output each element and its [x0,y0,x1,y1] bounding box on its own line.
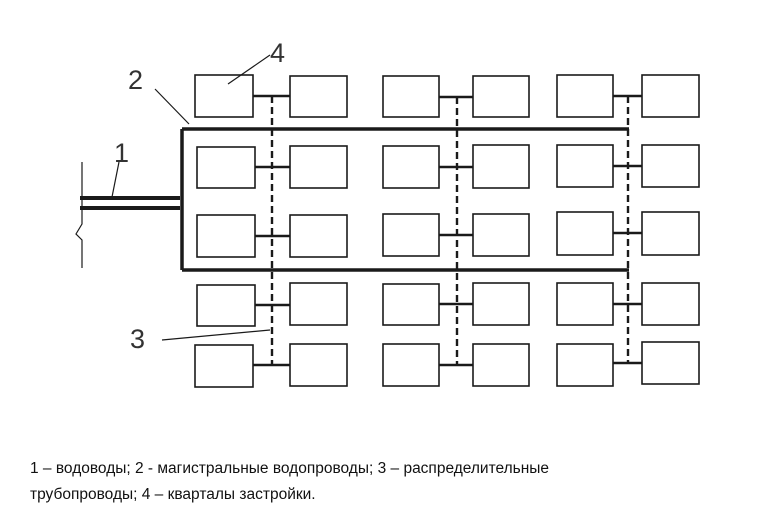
water-conduit [75,162,180,268]
block [472,213,530,257]
block [289,343,348,387]
caption-line-1: 1 – водоводы; 2 - магистральные водопров… [30,460,550,477]
block [382,283,440,326]
caption-line-2: трубопроводы; 4 – кварталы застройки. [30,486,316,503]
block [382,343,440,387]
main-pipelines [180,127,629,272]
block [641,341,700,385]
block [556,211,614,256]
block [472,343,530,387]
block [289,75,348,118]
callout-4: 4 [270,38,285,68]
block [472,144,530,189]
block [556,144,614,188]
leader-line-1 [111,161,120,198]
block [641,74,700,118]
leader-line-4 [227,54,271,85]
callout-2: 2 [128,65,143,95]
block [196,284,256,327]
block [641,282,700,326]
block [289,214,348,258]
block [194,74,254,118]
block [556,282,614,326]
block [194,344,254,388]
block [641,144,700,188]
block [382,75,440,118]
leader-line-3 [161,329,271,341]
leader-lines [111,54,271,341]
diagram-caption: 1 – водоводы; 2 - магистральные водопров… [30,456,780,508]
block [196,146,256,189]
block [289,145,348,189]
block [382,213,440,257]
building-blocks [194,74,700,388]
block [556,74,614,118]
block [641,211,700,256]
distribution-pipelines [253,94,642,367]
block [196,214,256,258]
water-supply-network-diagram: 1 2 3 4 [75,38,700,388]
block [472,75,530,118]
block [472,282,530,326]
leader-line-2 [154,88,190,125]
block [289,282,348,326]
callout-3: 3 [130,324,145,354]
callout-1: 1 [114,138,129,168]
block [382,145,440,189]
block [556,343,614,387]
